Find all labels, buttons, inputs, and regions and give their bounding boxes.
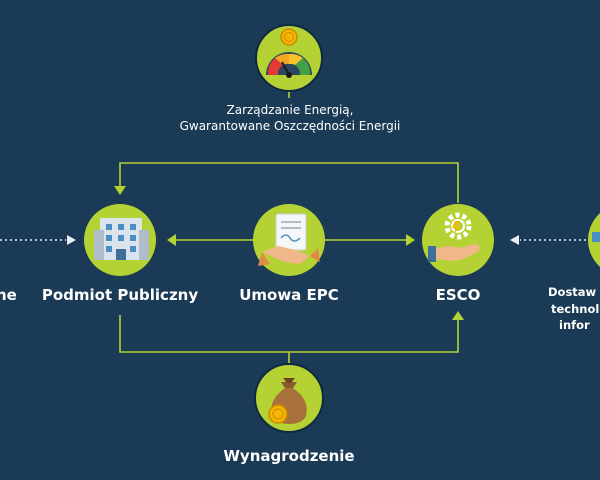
arrow-up-esco	[452, 311, 464, 320]
money-bag-icon	[254, 363, 324, 433]
connector-lines	[119, 91, 459, 366]
remuneration-label: Wynagrodzenie	[223, 447, 355, 465]
public-entity-label: Podmiot Publiczny	[41, 286, 199, 304]
top-label-line2: Gwarantowane Oszczędności Energii	[179, 118, 401, 133]
arrow-down-public	[114, 186, 126, 195]
arrowheads	[67, 186, 519, 320]
right-cut-label: Dostaw technol infor	[548, 284, 599, 334]
gauge-coin-icon	[255, 24, 323, 92]
right-cut-line3: infor	[559, 318, 590, 333]
left-cut-label: ne	[0, 286, 17, 304]
right-cut-line2: technol	[551, 301, 600, 316]
arrow-right-esco	[406, 234, 415, 246]
hand-gear-icon	[422, 204, 494, 276]
top-label-line1: Zarządzanie Energią,	[226, 103, 354, 117]
arrow-right-left-dotted	[67, 235, 76, 245]
building-icon	[84, 204, 156, 276]
arrow-left-right-dotted	[510, 235, 519, 245]
arrow-left-public	[167, 234, 176, 246]
device-icon	[588, 213, 600, 267]
right-cut-line1: Dostaw	[548, 285, 597, 299]
top-label: Zarządzanie Energią, Gwarantowane Oszczę…	[145, 103, 435, 134]
handshake-contract-icon	[253, 204, 325, 276]
bottom-connector	[119, 315, 459, 353]
top-connector	[119, 162, 459, 203]
esco-label: ESCO	[435, 286, 481, 304]
epc-contract-label: Umowa EPC	[239, 286, 339, 304]
